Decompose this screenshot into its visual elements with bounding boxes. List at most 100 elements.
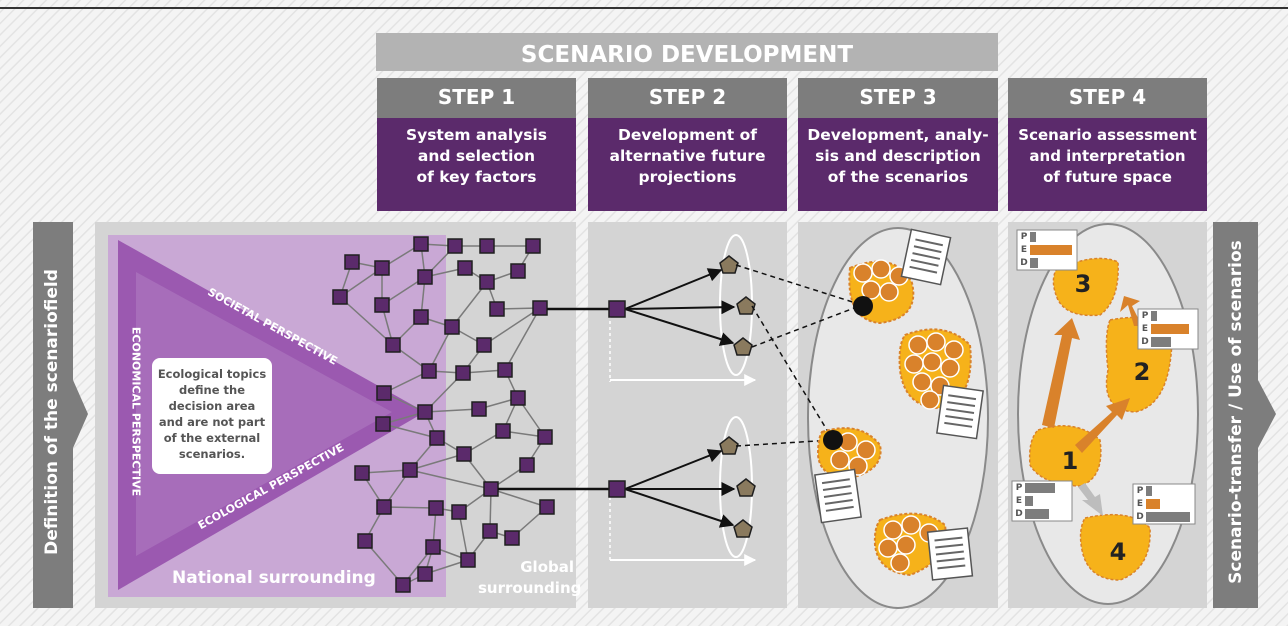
node	[332, 289, 348, 305]
node	[357, 533, 373, 549]
node	[525, 238, 541, 254]
step-2-column	[588, 78, 787, 211]
node	[455, 365, 471, 381]
desc-line: of key factors	[416, 168, 537, 186]
ped-letter: E	[1015, 496, 1023, 506]
projection-pentagon	[719, 255, 739, 274]
desc-line: projections	[638, 168, 737, 186]
projection-pentagons	[719, 255, 756, 538]
node	[444, 319, 460, 335]
scenario-blob-4	[1079, 513, 1151, 581]
node	[413, 236, 429, 252]
ped-letter: P	[1141, 311, 1149, 321]
desc-line: sis and description	[815, 147, 981, 165]
projection-arrow	[624, 300, 736, 315]
projection-lower	[608, 416, 757, 566]
transition-arrow-1-3	[1042, 318, 1080, 428]
desc-line: alternative future	[609, 147, 766, 165]
ped-letter: D	[1136, 512, 1144, 522]
node	[476, 337, 492, 353]
note-line: decision area	[168, 399, 256, 413]
transition-arrow-2-3	[1120, 296, 1142, 326]
node	[460, 552, 476, 568]
node	[428, 500, 444, 516]
step-4-column	[1008, 78, 1207, 211]
node	[479, 238, 495, 254]
note-line: define the	[178, 383, 246, 397]
step-1-column	[377, 78, 576, 211]
step-3-column	[798, 78, 998, 211]
step-2-label: STEP 2	[648, 85, 727, 109]
header-bar	[376, 33, 998, 71]
scenario-cluster-4	[873, 512, 974, 581]
step-2-description: Development of alternative future projec…	[588, 125, 787, 188]
step-2-label-bg	[588, 78, 787, 118]
step-2-desc-bg	[588, 118, 787, 211]
node	[376, 499, 392, 515]
ped-letter: D	[1020, 258, 1028, 268]
desc-line: of the scenarios	[827, 168, 969, 186]
step-2-panel	[588, 222, 787, 608]
node	[456, 446, 472, 462]
selected-scenario-dot	[853, 296, 873, 316]
node	[447, 238, 463, 254]
left-side-label: Definition of the scenariofield	[42, 269, 62, 555]
ped-letter: P	[1136, 486, 1144, 496]
node	[497, 362, 513, 378]
ped-letter: P	[1020, 232, 1028, 242]
center-note-box	[152, 358, 272, 474]
node	[402, 462, 418, 478]
node	[395, 577, 411, 593]
node	[539, 499, 555, 515]
ped-indicator-4	[1132, 483, 1196, 525]
node	[374, 297, 390, 313]
node	[537, 429, 553, 445]
node	[482, 523, 498, 539]
ped-indicator-3	[1016, 229, 1078, 271]
node	[429, 430, 445, 446]
step-1-label-bg	[377, 78, 576, 118]
desc-line: Development, analy-	[807, 126, 989, 144]
note-line: and are not part	[158, 415, 266, 429]
node	[421, 363, 437, 379]
key-factor-node	[608, 300, 626, 318]
node	[354, 465, 370, 481]
center-note: Ecological topics define the decision ar…	[152, 366, 272, 462]
desc-line: and selection	[417, 147, 536, 165]
node	[376, 385, 392, 401]
desc-line: System analysis	[405, 126, 548, 144]
scenario-number-4: 4	[1109, 538, 1127, 566]
node	[417, 566, 433, 582]
ped-letter: D	[1141, 337, 1149, 347]
step-3-desc-bg	[798, 118, 998, 211]
transition-arrow-1-4	[1078, 483, 1103, 516]
scenario-number-1: 1	[1061, 447, 1079, 475]
note-line: Ecological topics	[157, 367, 267, 381]
projection-pentagon	[719, 436, 739, 455]
desc-line: Scenario assessment	[1018, 126, 1197, 144]
step-1-label: STEP 1	[437, 85, 516, 109]
document-icon	[926, 527, 974, 581]
node	[385, 337, 401, 353]
scenario-blob-3	[1052, 257, 1119, 317]
node	[417, 269, 433, 285]
desc-line: Development of	[618, 126, 757, 144]
document-icon	[900, 228, 952, 286]
projection-upper	[608, 234, 757, 386]
ped-letter: E	[1020, 245, 1028, 255]
node	[344, 254, 360, 270]
ped-letter: E	[1141, 324, 1149, 334]
key-factor-node	[608, 480, 626, 498]
left-side-arrow	[33, 222, 88, 608]
right-side-arrow	[1213, 222, 1276, 608]
projection-arrow	[624, 449, 723, 490]
note-line: of the external	[163, 431, 261, 445]
document-icon	[936, 384, 984, 440]
projection-arrow	[624, 268, 723, 310]
node	[532, 300, 548, 316]
step-1-desc-bg	[377, 118, 576, 211]
projection-pentagon	[733, 337, 753, 356]
